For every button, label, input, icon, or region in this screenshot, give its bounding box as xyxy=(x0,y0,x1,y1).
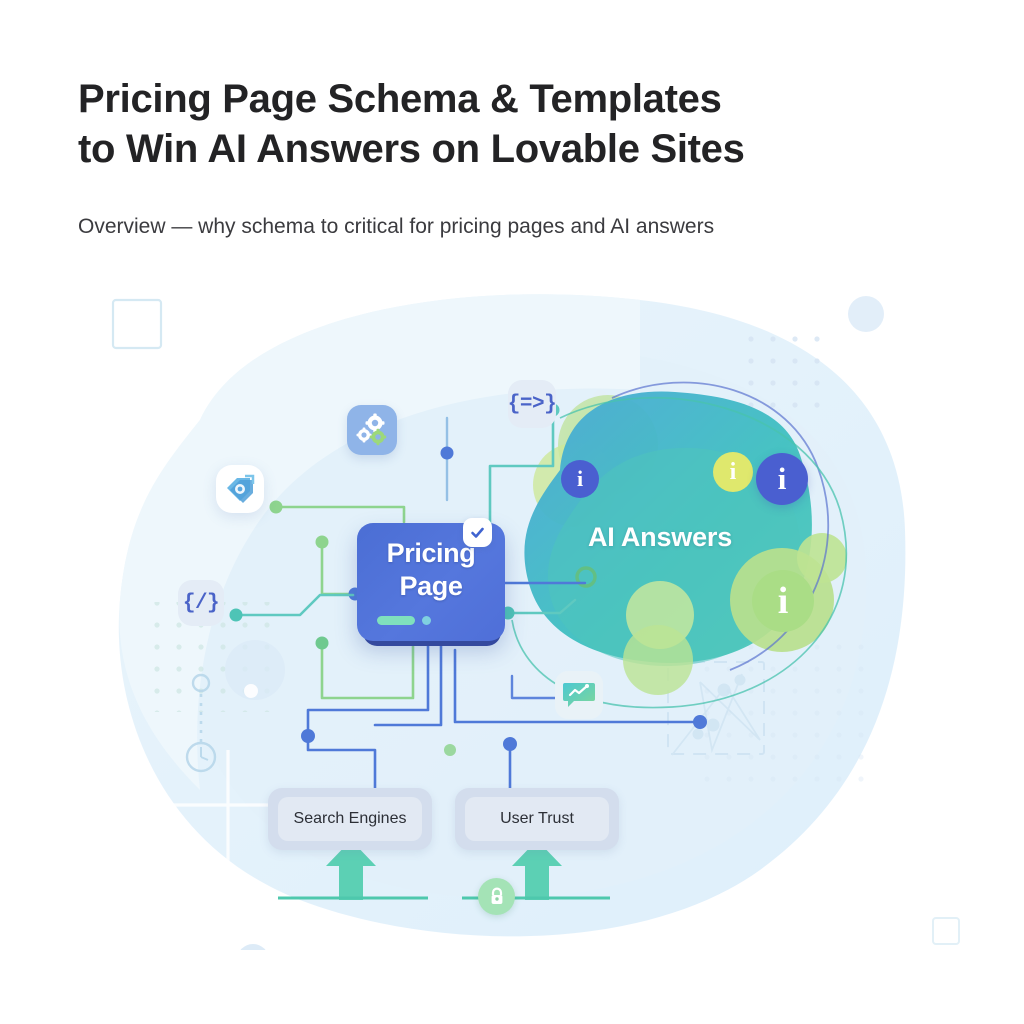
check-badge[interactable] xyxy=(463,518,492,547)
user-trust-inner: User Trust xyxy=(465,797,609,841)
search-engines-inner: Search Engines xyxy=(278,797,422,841)
code-arrow-tile[interactable]: {=>} xyxy=(507,380,557,428)
pricing-progress-pill xyxy=(377,616,415,625)
price-tag-tile[interactable] xyxy=(216,465,264,513)
pricing-page-label: Pricing Page xyxy=(386,538,476,601)
gears-tile[interactable] xyxy=(347,405,397,455)
info-glyph: i xyxy=(576,466,584,491)
background-decorations xyxy=(0,294,960,950)
user-trust-card[interactable]: User Trust xyxy=(455,788,619,850)
search-engines-label: Search Engines xyxy=(293,810,407,827)
lock-icon xyxy=(491,887,502,904)
lock-badge[interactable] xyxy=(478,878,515,915)
decor-square-bottom-right xyxy=(932,917,960,945)
decor-timeline-clock xyxy=(185,673,217,773)
page-subtitle: Overview — why schema to critical for pr… xyxy=(78,215,715,238)
code-slash-glyph: {/} xyxy=(182,591,220,615)
ai-answers-label: AI Answers xyxy=(587,522,733,552)
info-glyph: i xyxy=(729,458,737,485)
code-arrow-glyph: {=>} xyxy=(507,392,557,416)
info-glyph: i xyxy=(777,461,787,496)
info-badge-large-green[interactable]: i xyxy=(752,570,814,632)
page-title: Pricing Page Schema & Templates to Win A… xyxy=(78,77,745,171)
gears-icon xyxy=(356,413,387,446)
user-trust-label: User Trust xyxy=(500,810,574,827)
check-icon xyxy=(471,527,484,538)
chat-chart-icon xyxy=(563,683,595,707)
header: Pricing Page Schema & Templates to Win A… xyxy=(78,74,958,174)
pricing-status-dot xyxy=(422,616,431,625)
info-badge-small-blue[interactable]: i xyxy=(561,460,599,498)
decor-square-top-left xyxy=(111,298,163,350)
info-badge-yellow[interactable]: i xyxy=(713,452,753,492)
diagram-illustration: {=>} xyxy=(0,270,1024,950)
code-slash-tile[interactable]: {/} xyxy=(178,580,224,626)
search-engines-card[interactable]: Search Engines xyxy=(268,788,432,850)
info-glyph: i xyxy=(777,580,789,622)
chat-chart-tile[interactable] xyxy=(555,671,603,719)
info-badge-large-blue[interactable]: i xyxy=(756,453,808,505)
price-tag-icon xyxy=(227,474,255,503)
